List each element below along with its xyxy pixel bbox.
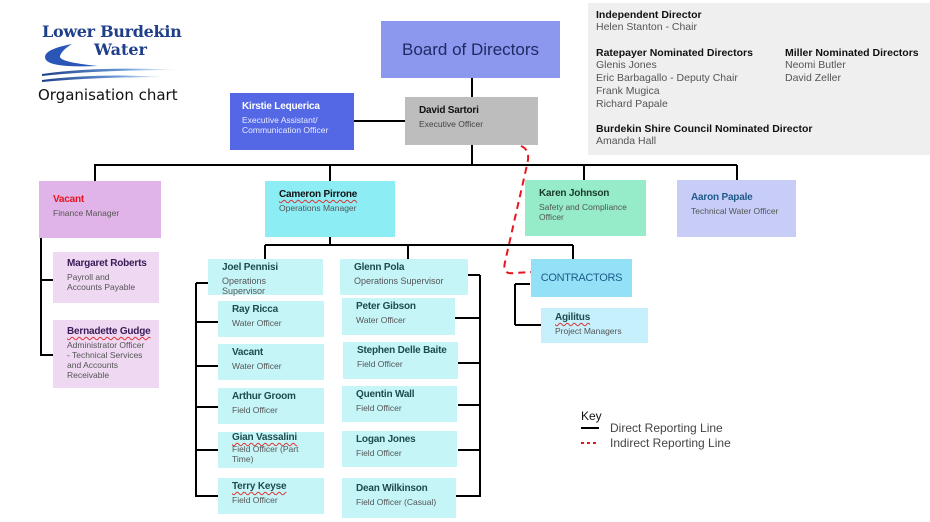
finance-staff-box[interactable]: Margaret Roberts Payroll and Accounts Pa… [53,252,159,303]
supervisor-role: Operations Supervisor [222,276,267,296]
logo-text-line2: Water [94,40,147,59]
contractor-role: Project Managers [555,326,622,336]
miller-member: David Zeller [785,72,842,84]
supervisor-name: Joel Pennisi [222,262,278,273]
finance-staff-name: Bernadette Gudge [67,326,151,337]
line-indirect-exec-contractors [503,145,533,275]
team-member-name: Gian Vassalini [232,432,298,443]
team-member-role: Water Officer [232,318,282,328]
operations-manager-box[interactable]: Cameron Pirrone Operations Manager [265,181,395,237]
ratepayer-heading: Ratepayer Nominated Directors [596,47,753,59]
team-member-name: Logan Jones [356,434,416,445]
safety-officer-box[interactable]: Karen Johnson Safety and Compliance Offi… [525,180,646,236]
team-member-name: Stephen Delle Baite [357,345,447,356]
page-title: Organisation chart [38,86,178,104]
team-member-role: Field Officer [356,448,402,458]
team-member-role: Field Officer [232,405,278,415]
team-member-role: Field Officer [356,403,402,413]
board-label: Board of Directors [402,39,539,59]
team-member-box[interactable]: Gian Vassalini Field Officer (Part Time) [218,432,324,468]
team-member-name: Ray Ricca [232,304,279,315]
ratepayer-member: Glenis Jones [596,59,657,71]
finance-manager-name: Vacant [53,194,85,205]
contractors-box[interactable]: CONTRACTORS [531,259,632,297]
supervisor-role: Operations Supervisor [354,276,444,286]
contractor-name: Agilitus [555,312,591,323]
ratepayer-member: Frank Mugica [596,85,660,97]
miller-heading: Miller Nominated Directors [785,47,919,59]
supervisor-box-left[interactable]: Joel Pennisi Operations Supervisor [208,259,323,296]
key-label-indirect: Indirect Reporting Line [610,436,731,450]
operations-manager-role: Operations Manager [279,203,357,213]
team-member-box[interactable]: Vacant Water Officer [218,344,324,380]
team-member-role: Field Officer (Casual) [356,497,437,507]
team-member-box[interactable]: Peter Gibson Water Officer [342,298,455,335]
safety-name: Karen Johnson [539,188,610,199]
council-member: Amanda Hall [596,135,657,147]
team-member-name: Terry Keyse [232,481,287,492]
finance-manager-role: Finance Manager [53,208,120,218]
supervisor-name: Glenn Pola [354,262,405,273]
operations-manager-name: Cameron Pirrone [279,189,358,200]
safety-role: Safety and Compliance Officer [539,202,627,222]
key-label-direct: Direct Reporting Line [610,421,723,435]
team-member-name: Vacant [232,347,264,358]
team-member-box[interactable]: Ray Ricca Water Officer [218,301,324,337]
executive-name: David Sartori [419,105,479,116]
team-member-box[interactable]: Terry Keyse Field Officer [218,478,324,514]
contractors-label: CONTRACTORS [540,272,623,284]
council-heading: Burdekin Shire Council Nominated Directo… [596,123,813,135]
team-member-role: Water Officer [356,315,406,325]
team-member-box[interactable]: Dean Wilkinson Field Officer (Casual) [342,478,456,518]
assistant-role-line2: Communication Officer [242,125,329,135]
team-member-box[interactable]: Logan Jones Field Officer [342,431,457,467]
team-member-name: Arthur Groom [232,391,296,402]
miller-member: Neomi Butler [785,59,846,71]
executive-officer-box[interactable]: David Sartori Executive Officer [405,97,538,145]
team-member-role: Water Officer [232,361,282,371]
executive-role: Executive Officer [419,119,484,129]
logo-water-wave-icon [42,44,178,82]
board-of-directors-box[interactable]: Board of Directors [381,21,560,78]
team-member-box[interactable]: Arthur Groom Field Officer [218,388,324,424]
independent-member: Helen Stanton - Chair [596,21,697,33]
technical-officer-box[interactable]: Aaron Papale Technical Water Officer [677,180,796,237]
assistant-role: Executive Assistant/ Communication Offic… [242,115,342,135]
finance-staff-role: Payroll and Accounts Payable [67,272,136,292]
team-member-name: Peter Gibson [356,301,416,312]
team-member-box[interactable]: Stephen Delle Baite Field Officer [343,342,458,379]
team-member-name: Dean Wilkinson [356,483,428,494]
team-member-name: Quentin Wall [356,389,415,400]
logo-text-line1: Lower Burdekin [42,22,182,41]
finance-manager-box[interactable]: Vacant Finance Manager [39,181,161,238]
contractor-box[interactable]: Agilitus Project Managers [541,308,648,343]
supervisor-box-right[interactable]: Glenn Pola Operations Supervisor [340,259,468,295]
logo: Lower Burdekin Water [38,18,188,82]
independent-heading: Independent Director [596,9,702,21]
assistant-role-line1: Executive Assistant/ [242,115,318,125]
directors-panel: Independent Director Helen Stanton - Cha… [588,3,930,155]
ratepayer-member: Eric Barbagallo - Deputy Chair [596,72,738,84]
executive-assistant-box[interactable]: Kirstie Lequerica Executive Assistant/ C… [230,93,354,150]
technical-name: Aaron Papale [691,192,753,203]
team-member-role: Field Officer (Part Time) [232,444,299,464]
finance-staff-role: Administrator Officer - Technical Servic… [67,340,145,380]
finance-staff-box[interactable]: Bernadette Gudge Administrator Officer -… [53,320,159,388]
assistant-name: Kirstie Lequerica [242,101,320,112]
team-member-box[interactable]: Quentin Wall Field Officer [342,386,457,422]
team-member-role: Field Officer [232,495,278,505]
finance-staff-name: Margaret Roberts [67,258,147,269]
technical-role: Technical Water Officer [691,206,779,216]
team-member-role: Field Officer [357,359,403,369]
key-title: Key [581,409,602,423]
ratepayer-member: Richard Papale [596,98,668,110]
